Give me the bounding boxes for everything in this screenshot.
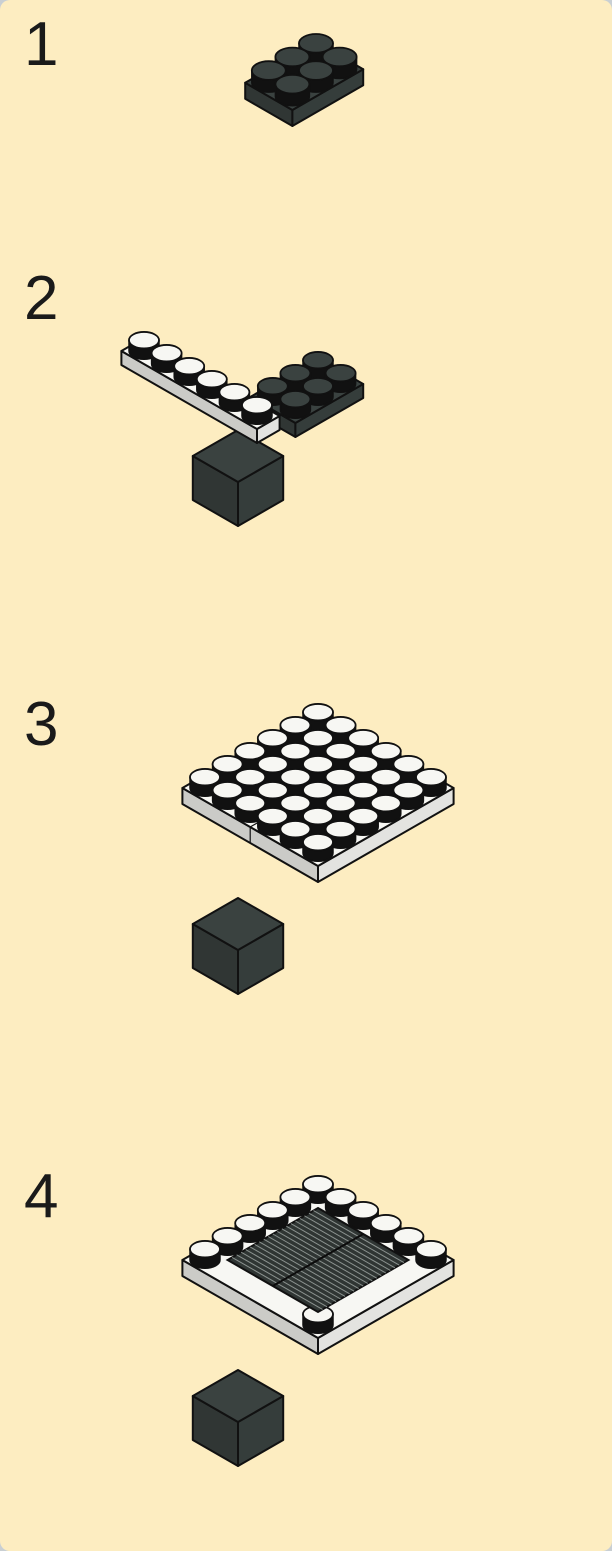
white-platform-stud-top bbox=[348, 808, 378, 825]
white-platform-stud-top bbox=[235, 743, 265, 760]
white-platform-stud-top bbox=[258, 782, 288, 799]
white-platform-stud-top bbox=[303, 730, 333, 747]
grille-base-platform-stud bbox=[190, 1241, 220, 1268]
dark-plate-stud bbox=[275, 75, 309, 106]
dark-plate bbox=[245, 34, 363, 126]
white-plate-1x6-stud-top bbox=[219, 384, 249, 401]
white-platform-stud-top bbox=[326, 821, 356, 838]
grille-base-platform-stud-top bbox=[393, 1228, 423, 1245]
white-plate-1x6-stud-top bbox=[242, 397, 272, 414]
white-platform-stud-top bbox=[326, 717, 356, 734]
white-platform-stud-top bbox=[348, 730, 378, 747]
white-plate-1x6-stud-top bbox=[174, 358, 204, 375]
white-platform-stud-top bbox=[280, 795, 310, 812]
white-platform-stud-top bbox=[326, 743, 356, 760]
step-2-white-plate-assembly bbox=[121, 332, 363, 526]
white-platform-stud-top bbox=[280, 769, 310, 786]
step-1-dark-plate bbox=[245, 34, 363, 126]
white-platform-stud-top bbox=[371, 769, 401, 786]
grille-support-block bbox=[193, 1370, 283, 1466]
grille-base-platform-stud-top bbox=[348, 1202, 378, 1219]
white-platform-stud-top bbox=[258, 756, 288, 773]
white-platform-stud-top bbox=[258, 808, 288, 825]
white-plate-1x6-stud-top bbox=[129, 332, 159, 349]
white-platform-stud-top bbox=[393, 782, 423, 799]
white-platform-stud-top bbox=[416, 769, 446, 786]
white-platform-stud-top bbox=[235, 795, 265, 812]
dark-plate-upper-stud-top bbox=[280, 391, 310, 408]
white-platform-stud-top bbox=[280, 821, 310, 838]
white-platform-stud-top bbox=[235, 769, 265, 786]
dark-plate-upper-stud bbox=[280, 391, 310, 418]
white-platform-stud-top bbox=[371, 795, 401, 812]
grille-base-platform-stud-top bbox=[371, 1215, 401, 1232]
dark-plate-upper-stud-top bbox=[303, 352, 333, 369]
dark-plate-upper-stud-top bbox=[326, 365, 356, 382]
dark-plate-upper-stud-top bbox=[280, 365, 310, 382]
white-platform-stud-top bbox=[213, 756, 243, 773]
white-platform-stud-top bbox=[303, 782, 333, 799]
grille-base-platform-stud-top bbox=[190, 1241, 220, 1258]
dark-support-block bbox=[193, 430, 283, 526]
grille-base-platform-stud-top bbox=[235, 1215, 265, 1232]
white-plate-1x6-stud-top bbox=[197, 371, 227, 388]
white-platform-stud-top bbox=[258, 730, 288, 747]
step-4-grille-platform bbox=[182, 1176, 453, 1466]
dark-plate-upper-stud-top bbox=[303, 378, 333, 395]
white-platform-stud-top bbox=[303, 756, 333, 773]
white-plate-1x6-stud bbox=[242, 397, 272, 424]
white-plate-1x6-stud-top bbox=[152, 345, 182, 362]
white-platform-stud-top bbox=[303, 808, 333, 825]
white-platform-stud-top bbox=[280, 743, 310, 760]
dark-plate-stud-top bbox=[275, 75, 309, 94]
grille-base-platform-stud-top bbox=[280, 1189, 310, 1206]
step-3-white-platform bbox=[182, 704, 453, 994]
grille-base-platform-stud-top bbox=[258, 1202, 288, 1219]
white-platform-stud-top bbox=[371, 743, 401, 760]
white-platform-stud-top bbox=[303, 834, 333, 851]
white-platform-stud-top bbox=[280, 717, 310, 734]
grille-base-platform-stud bbox=[416, 1241, 446, 1268]
white-platform-stud-top bbox=[303, 704, 333, 721]
white-platform-stud bbox=[303, 834, 333, 861]
white-platform-stud-top bbox=[348, 782, 378, 799]
grille-base-platform-stud-top bbox=[326, 1189, 356, 1206]
grille-base-platform-stud-top bbox=[213, 1228, 243, 1245]
white-platform-stud-top bbox=[213, 782, 243, 799]
white-platform bbox=[182, 704, 453, 882]
white-platform-stud-top bbox=[348, 756, 378, 773]
grille-base-platform-stud-top bbox=[303, 1176, 333, 1193]
platform-support-block bbox=[193, 898, 283, 994]
white-platform-stud-top bbox=[326, 769, 356, 786]
white-platform-stud-top bbox=[190, 769, 220, 786]
white-platform-stud-top bbox=[326, 795, 356, 812]
white-plate-1x6 bbox=[121, 332, 279, 443]
grille-base-platform-stud-top bbox=[416, 1241, 446, 1258]
dark-plate-upper-stud-top bbox=[258, 378, 288, 395]
white-platform-stud-top bbox=[393, 756, 423, 773]
